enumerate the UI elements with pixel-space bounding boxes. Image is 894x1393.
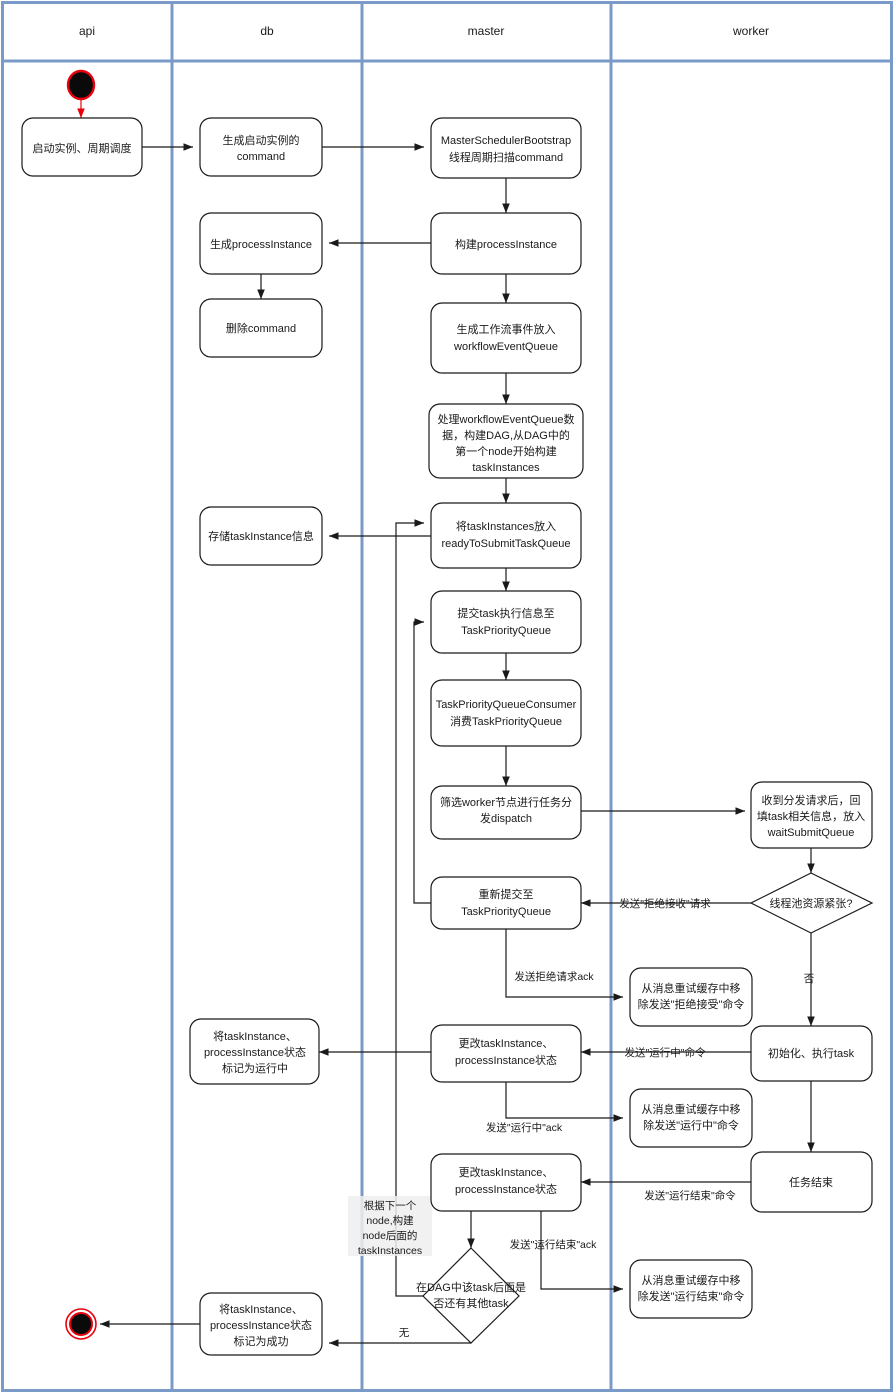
lane-header-master: master <box>468 24 505 38</box>
node-master-build-pi-line-0: 构建processInstance <box>455 237 557 251</box>
node-worker-receive-dispatch[interactable]: 收到分发请求后，回 填task相关信息，放入 waitSubmitQueue <box>750 781 873 849</box>
node-worker-init-exec-line-0: 初始化、执行task <box>768 1046 855 1060</box>
node-master-has-more-task-decision[interactable]: 在DAG中该task后面是 否还有其他task <box>416 1247 526 1344</box>
node-master-more-task-line-1: 否还有其他task <box>433 1296 509 1310</box>
edge-label-reject-request: 发送"拒绝接收"请求 <box>619 897 711 910</box>
node-db-store-ti-line-0: 存储taskInstance信息 <box>208 529 314 543</box>
node-master-dispatch-line-0: 筛选worker节点进行任务分 <box>440 795 572 809</box>
node-worker-receive-line-1: 填task相关信息，放入 <box>757 809 865 823</box>
node-db-gen-cmd[interactable]: 生成启动实例的 command <box>199 117 323 177</box>
node-master-submit-tpq-line-0: 提交task执行信息至 <box>457 606 554 620</box>
node-master-ready-line-1: readyToSubmitTaskQueue <box>441 538 570 550</box>
edge-label-none-branch: 无 <box>399 1327 410 1339</box>
node-master-upd-run-line-1: processInstance状态 <box>455 1053 557 1067</box>
edge-label-running-ack: 发送"运行中"ack <box>486 1121 563 1134</box>
edge-label-running-cmd: 发送"运行中"命令 <box>625 1046 706 1059</box>
edges <box>77 95 815 1347</box>
node-master-resubmit-line-1: TaskPriorityQueue <box>461 906 551 918</box>
node-master-handle-evt-line-2: 第一个node开始构建 <box>455 444 556 458</box>
node-master-ready-line-0: 将taskInstances放入 <box>456 519 556 533</box>
node-api-mark-running[interactable]: 将taskInstance、 processInstance状态 标记为运行中 <box>189 1018 320 1085</box>
node-master-bootstrap-line-1: 线程周期扫描command <box>449 150 563 164</box>
node-master-more-task-line-0: 在DAG中该task后面是 <box>416 1280 526 1294</box>
node-end[interactable] <box>65 1308 97 1340</box>
lane-header-api: api <box>79 24 95 38</box>
lane-header-worker: worker <box>732 24 769 38</box>
node-master-task-priority-queue-consumer[interactable]: TaskPriorityQueueConsumer 消费TaskPriority… <box>430 679 582 747</box>
node-master-handle-evt-line-0: 处理workflowEventQueue数 <box>438 413 575 426</box>
node-db-gen-pi-line-0: 生成processInstance <box>210 237 312 251</box>
edge-label-reject-ack: 发送拒绝请求ack <box>514 970 594 983</box>
node-mark-ok-line-1: processInstance状态 <box>210 1318 312 1332</box>
node-master-update-status-running[interactable]: 更改taskInstance、 processInstance状态 <box>430 1024 582 1083</box>
node-worker-receive-line-0: 收到分发请求后，回 <box>762 793 861 807</box>
node-master-resubmit[interactable]: 重新提交至 TaskPriorityQueue <box>430 876 582 930</box>
node-master-handle-event-queue[interactable]: 处理workflowEventQueue数 据，构建DAG,从DAG中的 第一个… <box>428 403 584 479</box>
node-master-bootstrap[interactable]: MasterSchedulerBootstrap 线程周期扫描command <box>430 117 582 179</box>
node-master-build-process-instance[interactable]: 构建processInstance <box>430 212 582 275</box>
node-mark-ok-line-2: 标记为成功 <box>234 1334 289 1348</box>
node-master-upd-run-line-0: 更改taskInstance、 <box>459 1036 554 1050</box>
node-master-update-status-finished[interactable]: 更改taskInstance、 processInstance状态 <box>430 1153 582 1212</box>
node-start[interactable] <box>66 69 96 101</box>
node-master-handle-evt-line-3: taskInstances <box>472 462 540 474</box>
node-master-rm-reject-line-1: 除发送"拒绝接受"命令 <box>638 997 745 1011</box>
node-master-rm-reject-line-0: 从消息重试缓存中移 <box>642 981 741 995</box>
node-master-upd-end-line-0: 更改taskInstance、 <box>459 1165 554 1179</box>
lane-header-db: db <box>260 24 274 38</box>
node-master-bootstrap-line-0: MasterSchedulerBootstrap <box>441 135 571 147</box>
node-mark-ok-line-0: 将taskInstance、 <box>219 1303 303 1316</box>
edge-labels: 发送"拒绝接收"请求 发送拒绝请求ack 发送"运行中"命令 发送"运行中"ac… <box>348 897 815 1339</box>
edge-label-no-branch: 否 <box>804 973 815 985</box>
node-db-del-cmd-line-0: 删除command <box>226 321 296 335</box>
node-db-gen-cmd-line-0: 生成启动实例的 <box>223 133 300 147</box>
node-master-dispatch[interactable]: 筛选worker节点进行任务分 发dispatch <box>430 785 582 840</box>
next-node-line-1: node,构建 <box>366 1214 414 1227</box>
node-master-rm-end-line-0: 从消息重试缓存中移 <box>642 1273 741 1287</box>
node-master-rm-running-line-1: 除发送"运行中"命令 <box>643 1118 739 1132</box>
next-node-line-3: taskInstances <box>358 1245 422 1257</box>
node-mark-success[interactable]: 将taskInstance、 processInstance状态 标记为成功 <box>199 1292 323 1356</box>
node-api-start-line-0: 启动实例、周期调度 <box>33 141 132 155</box>
node-worker-thread-pool-busy-decision[interactable]: 线程池资源紧张? <box>749 872 874 934</box>
node-worker-task-end-line-0: 任务结束 <box>789 1176 833 1189</box>
node-master-handle-evt-line-1: 据，构建DAG,从DAG中的 <box>442 428 570 442</box>
node-master-remove-reject-cmd[interactable]: 从消息重试缓存中移 除发送"拒绝接受"命令 <box>629 967 753 1027</box>
node-master-consumer-line-0: TaskPriorityQueueConsumer <box>436 699 577 711</box>
node-api-mark-run-line-2: 标记为运行中 <box>222 1061 288 1075</box>
node-master-gen-event-line-1: workflowEventQueue <box>453 341 558 353</box>
node-db-gen-cmd-line-1: command <box>237 151 285 163</box>
node-worker-init-execute-task[interactable]: 初始化、执行task <box>750 1025 873 1082</box>
node-master-submit-task-priority-queue[interactable]: 提交task执行信息至 TaskPriorityQueue <box>430 590 582 654</box>
node-master-gen-workflow-event[interactable]: 生成工作流事件放入 workflowEventQueue <box>430 302 582 374</box>
edge-label-finish-cmd: 发送"运行结束"命令 <box>644 1189 736 1202</box>
node-master-remove-finish-cmd[interactable]: 从消息重试缓存中移 除发送"运行结束"命令 <box>629 1259 753 1319</box>
node-api-mark-run-line-0: 将taskInstance、 <box>213 1030 297 1043</box>
node-master-consumer-line-1: 消费TaskPriorityQueue <box>450 714 562 728</box>
node-master-rm-running-line-0: 从消息重试缓存中移 <box>642 1102 741 1116</box>
node-worker-pool-busy-line-0: 线程池资源紧张? <box>769 896 852 910</box>
node-master-upd-end-line-1: processInstance状态 <box>455 1182 557 1196</box>
node-db-delete-command[interactable]: 删除command <box>199 298 323 358</box>
node-master-remove-running-cmd[interactable]: 从消息重试缓存中移 除发送"运行中"命令 <box>629 1088 753 1148</box>
edge-label-next-node: 根据下一个 node,构建 node后面的 taskInstances <box>348 1196 432 1257</box>
node-db-gen-process-instance[interactable]: 生成processInstance <box>199 212 323 275</box>
edge-label-finish-ack: 发送"运行结束"ack <box>510 1238 598 1251</box>
node-master-resubmit-line-0: 重新提交至 <box>479 887 534 901</box>
next-node-line-2: node后面的 <box>363 1229 418 1242</box>
node-master-dispatch-line-1: 发dispatch <box>480 811 532 825</box>
node-master-submit-tpq-line-1: TaskPriorityQueue <box>461 625 551 637</box>
node-worker-receive-line-2: waitSubmitQueue <box>767 827 855 839</box>
node-worker-task-finished[interactable]: 任务结束 <box>750 1151 873 1213</box>
node-api-start[interactable]: 启动实例、周期调度 <box>21 117 143 177</box>
node-db-store-task-instance[interactable]: 存储taskInstance信息 <box>199 506 323 566</box>
node-api-mark-run-line-1: processInstance状态 <box>204 1045 306 1059</box>
node-master-gen-event-line-0: 生成工作流事件放入 <box>457 322 556 336</box>
node-master-ready-to-submit[interactable]: 将taskInstances放入 readyToSubmitTaskQueue <box>430 502 582 569</box>
next-node-line-0: 根据下一个 <box>364 1199 417 1212</box>
node-master-rm-end-line-1: 除发送"运行结束"命令 <box>638 1289 745 1303</box>
